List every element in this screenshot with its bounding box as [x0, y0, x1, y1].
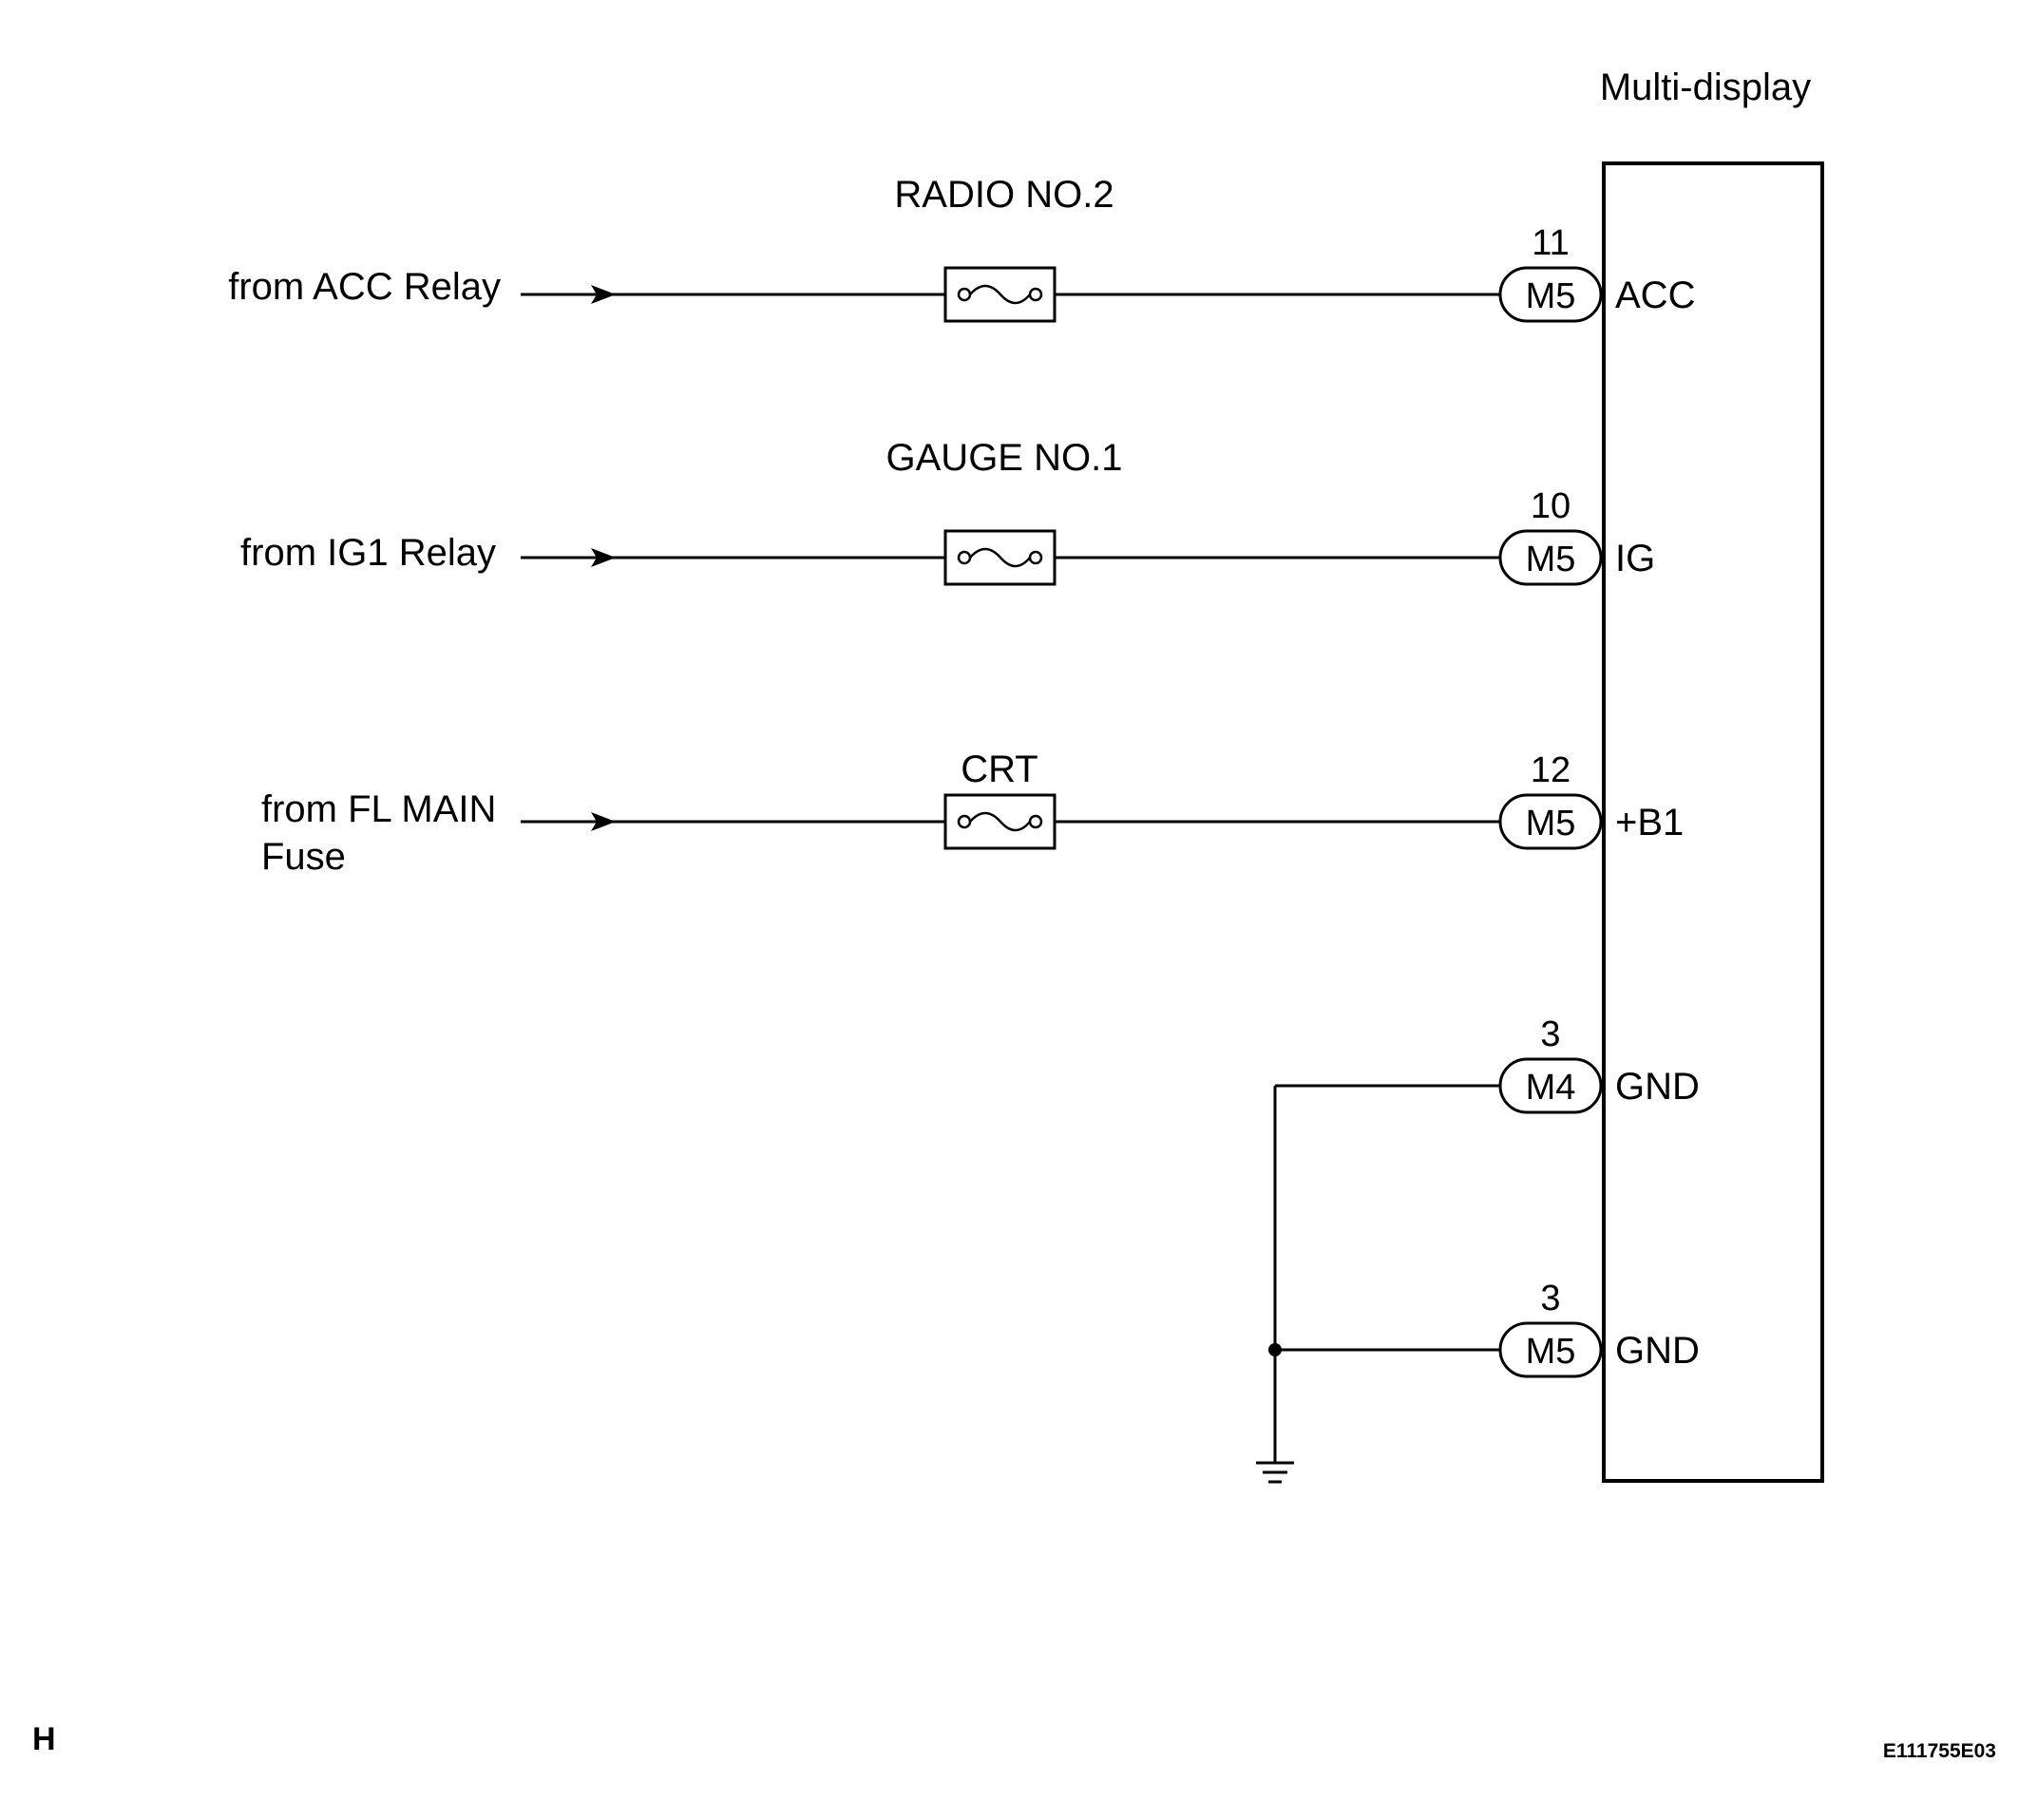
circuit-ig: from IG1 Relay GAUGE NO.1 10 M5 IG	[240, 437, 1655, 586]
fuse-label: CRT	[961, 749, 1038, 790]
arrow-icon	[591, 285, 616, 304]
ground-circuit-m5: 3 M5 GND	[1275, 1279, 1700, 1378]
terminal-label: GND	[1615, 1330, 1700, 1372]
connector-label: M5	[1526, 540, 1576, 579]
pin-number: 10	[1531, 486, 1571, 526]
circuit-b1: from FL MAIN Fuse CRT 12 M5 +B1	[261, 749, 1684, 878]
source-label: from ACC Relay	[228, 266, 501, 308]
junction-dot-icon	[1268, 1343, 1282, 1356]
terminal-label: GND	[1615, 1066, 1700, 1108]
terminal-label: ACC	[1615, 275, 1695, 316]
terminal-label: IG	[1615, 538, 1655, 579]
pin-number: 12	[1531, 750, 1571, 790]
corner-mark: H	[32, 1721, 56, 1757]
component-title: Multi-display	[1600, 66, 1811, 108]
terminal-label: +B1	[1615, 802, 1684, 844]
source-label: from IG1 Relay	[240, 532, 496, 574]
fuse-label: RADIO NO.2	[894, 174, 1114, 216]
multi-display-box	[1602, 161, 1824, 1483]
connector-badge	[1498, 529, 1603, 586]
connector-badge	[1498, 793, 1603, 850]
connector-badge	[1498, 266, 1603, 323]
ground-icon	[1256, 1461, 1294, 1484]
connector-label: M4	[1526, 1068, 1576, 1108]
circuit-acc: from ACC Relay RADIO NO.2 11 M5 ACC	[228, 174, 1695, 323]
source-label-line-1: from FL MAIN	[261, 788, 496, 830]
connector-label: M5	[1526, 1332, 1576, 1372]
arrow-icon	[591, 548, 616, 567]
connector-label: M5	[1526, 804, 1576, 844]
pin-number: 11	[1532, 223, 1569, 263]
figure-id: E111755E03	[1883, 1740, 1996, 1762]
fuse-icon	[943, 793, 1057, 850]
connector-badge	[1498, 1057, 1603, 1114]
fuse-label: GAUGE NO.1	[886, 437, 1123, 479]
pin-number: 3	[1540, 1014, 1560, 1054]
fuse-icon	[943, 266, 1057, 323]
arrow-icon	[591, 812, 616, 831]
fuse-icon	[943, 529, 1057, 586]
connector-badge	[1498, 1321, 1603, 1378]
pin-number: 3	[1540, 1279, 1560, 1318]
ground-circuit-m4: 3 M4 GND	[1275, 1014, 1700, 1114]
source-label-line-2: Fuse	[261, 836, 346, 878]
connector-label: M5	[1526, 276, 1576, 316]
